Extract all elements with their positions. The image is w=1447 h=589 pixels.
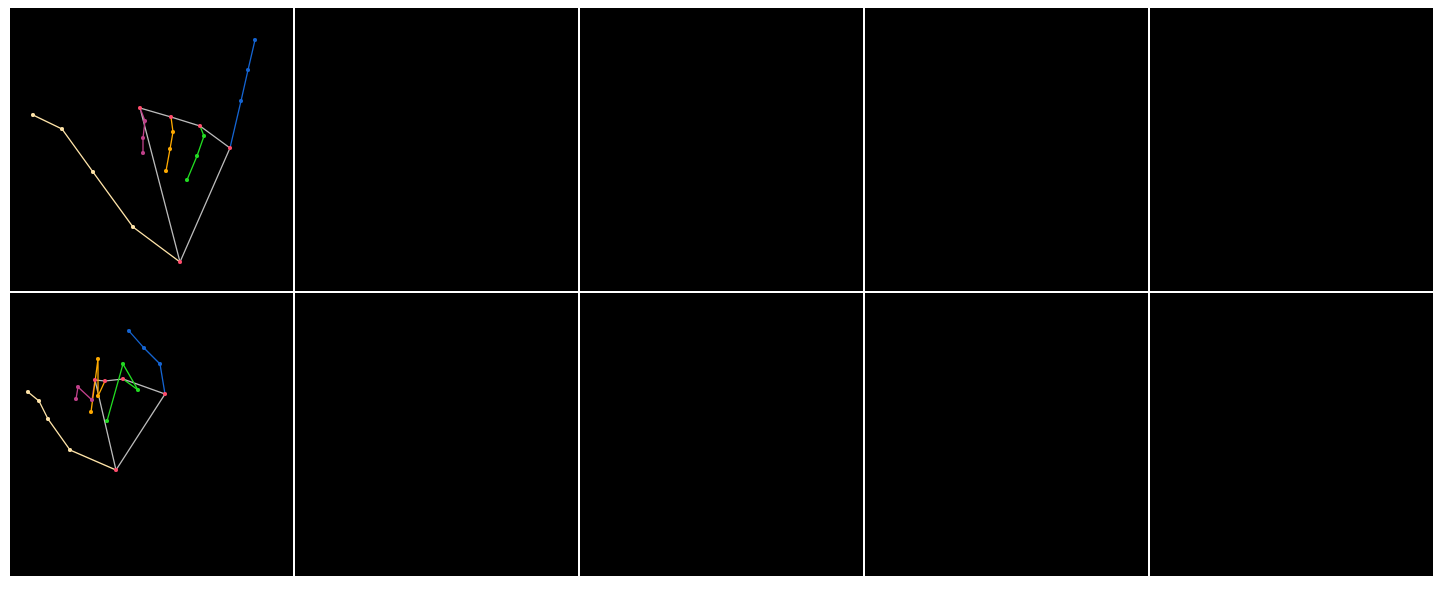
hand-joint: [90, 398, 94, 402]
hand-pose-frame-7: [295, 293, 578, 576]
hand-joint: [198, 124, 202, 128]
thumb-bone: [38, 400, 49, 420]
hand-skeleton: [580, 293, 863, 576]
ring-bone: [122, 378, 139, 391]
hand-pose-frame-8: [580, 293, 863, 576]
hand-joint: [168, 147, 172, 151]
hand-joint: [46, 417, 50, 421]
middle-bone: [169, 131, 174, 150]
hand-joint: [185, 178, 189, 182]
palm-bone: [139, 107, 172, 118]
hand-joint: [96, 357, 100, 361]
hand-joint: [37, 399, 41, 403]
hand-joint: [105, 419, 109, 423]
palm-bone: [179, 147, 231, 263]
pinky-bone: [128, 330, 145, 349]
hand-joint: [93, 378, 97, 382]
palm-bone: [122, 378, 166, 395]
middle-bone: [170, 116, 174, 133]
hand-joint: [195, 154, 199, 158]
middle-bone: [165, 148, 171, 172]
middle-bone: [90, 358, 99, 413]
hand-joint: [202, 134, 206, 138]
hand-pose-frame-10: [1150, 293, 1433, 576]
hand-joint: [239, 99, 243, 103]
thumb-bone: [47, 418, 71, 451]
hand-joint: [127, 329, 131, 333]
hand-joint: [169, 115, 173, 119]
hand-skeleton: [1150, 8, 1433, 291]
ring-bone: [186, 155, 198, 181]
hand-joint: [31, 113, 35, 117]
hand-joint: [74, 397, 78, 401]
pinky-bone: [229, 100, 242, 149]
hand-skeleton: [295, 293, 578, 576]
index-bone: [75, 386, 79, 400]
hand-joint: [91, 170, 95, 174]
hand-pose-frame-6: [10, 293, 293, 576]
thumb-bone: [92, 171, 134, 228]
ring-bone: [196, 135, 205, 157]
index-bone: [142, 120, 146, 139]
thumb-bone: [61, 128, 94, 173]
hand-skeleton: [10, 293, 293, 576]
hand-joint: [96, 394, 100, 398]
wrist-joint: [178, 260, 182, 264]
hand-skeleton: [865, 293, 1148, 576]
hand-pose-frame-3: [580, 8, 863, 291]
palm-bone: [199, 125, 231, 149]
hand-pose-frame-4: [865, 8, 1148, 291]
hand-pose-grid: [10, 8, 1438, 580]
hand-joint: [131, 225, 135, 229]
thumb-bone: [69, 449, 117, 471]
thumb-bone: [32, 114, 63, 130]
index-bone: [77, 386, 93, 401]
hand-joint: [121, 377, 125, 381]
hand-joint: [60, 127, 64, 131]
hand-joint: [158, 362, 162, 366]
pinky-bone: [240, 69, 249, 102]
hand-skeleton: [1150, 293, 1433, 576]
ring-bone: [106, 363, 124, 422]
hand-joint: [26, 390, 30, 394]
hand-pose-frame-1: [10, 8, 293, 291]
hand-skeleton: [865, 8, 1148, 291]
hand-joint: [89, 410, 93, 414]
hand-joint: [143, 119, 147, 123]
pinky-bone: [247, 39, 256, 71]
palm-bone: [115, 393, 166, 471]
hand-joint: [142, 346, 146, 350]
thumb-bone: [27, 391, 40, 402]
palm-bone: [170, 116, 201, 127]
index-bone: [139, 107, 146, 122]
hand-joint: [253, 38, 257, 42]
hand-pose-frame-2: [295, 8, 578, 291]
hand-joint: [121, 362, 125, 366]
palm-bone: [104, 378, 124, 382]
hand-joint: [228, 146, 232, 150]
hand-joint: [163, 392, 167, 396]
hand-joint: [136, 388, 140, 392]
palm-bone: [139, 107, 181, 263]
hand-joint: [141, 136, 145, 140]
thumb-bone: [132, 226, 181, 263]
hand-joint: [138, 106, 142, 110]
hand-joint: [76, 385, 80, 389]
hand-skeleton: [295, 8, 578, 291]
hand-skeleton: [580, 8, 863, 291]
wrist-joint: [114, 468, 118, 472]
hand-joint: [164, 169, 168, 173]
pinky-bone: [159, 363, 166, 395]
hand-joint: [141, 151, 145, 155]
ring-bone: [122, 363, 139, 391]
pinky-bone: [143, 347, 161, 365]
hand-pose-frame-9: [865, 293, 1148, 576]
hand-joint: [68, 448, 72, 452]
hand-skeleton: [10, 8, 293, 291]
hand-joint: [103, 379, 107, 383]
middle-bone: [97, 380, 106, 397]
hand-joint: [171, 130, 175, 134]
hand-pose-frame-5: [1150, 8, 1433, 291]
hand-joint: [246, 68, 250, 72]
